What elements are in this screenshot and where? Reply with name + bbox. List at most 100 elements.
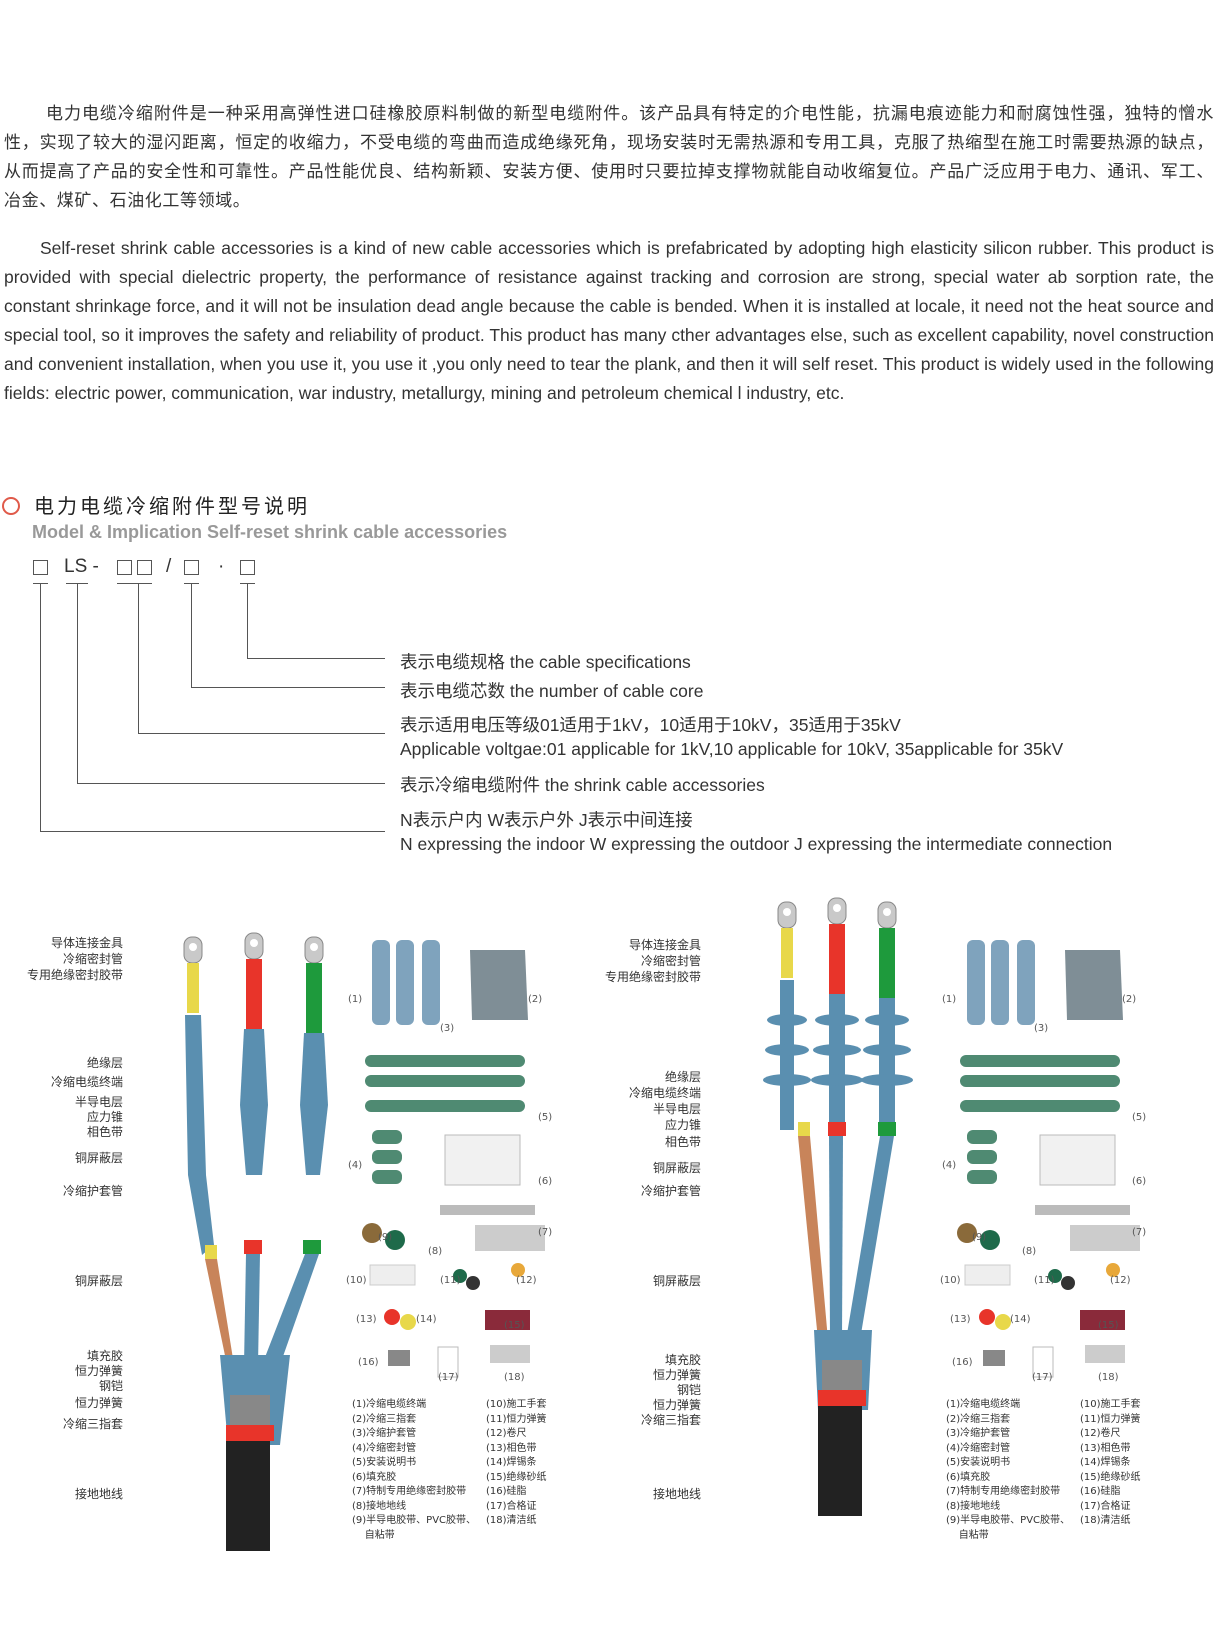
label-phase-band: 相色带 xyxy=(664,1135,701,1149)
label-conductor-lug: 导体连接金具 xyxy=(50,936,123,950)
label-semiconductor: 半导电层 xyxy=(74,1095,123,1109)
model-box-core xyxy=(184,560,199,575)
leader-line xyxy=(247,583,249,658)
label-insulation: 绝缘层 xyxy=(664,1070,701,1084)
part-number: (10) xyxy=(940,1275,961,1286)
label-termination: 冷缩电缆终端 xyxy=(50,1075,123,1089)
parts-list-col1: (1)冷缩电缆终端 (2)冷缩三指套 (3)冷缩护套管 (4)冷缩密封管 (5)… xyxy=(352,1399,477,1541)
label-sealing-tape: 专用绝缘密封胶带 xyxy=(604,970,701,984)
label-armor: 钢铠 xyxy=(98,1379,123,1393)
label-armor: 钢铠 xyxy=(676,1383,701,1397)
legend-spec: 表示电缆规格 the cable specifications xyxy=(400,652,691,672)
label-breakout: 冷缩三指套 xyxy=(640,1413,701,1427)
legend-type: N表示户内 W表示户外 J表示中间连接 xyxy=(400,810,693,830)
label-sealing-tape: 专用绝缘密封胶带 xyxy=(26,968,123,982)
part-number: (17) xyxy=(1032,1372,1053,1383)
label-termination: 冷缩电缆终端 xyxy=(628,1086,701,1100)
label-insulation: 绝缘层 xyxy=(86,1056,123,1070)
part-number: (6) xyxy=(538,1176,553,1187)
part-number: (11) xyxy=(440,1275,461,1286)
part-number: (16) xyxy=(358,1357,379,1368)
part-number: (5) xyxy=(1132,1112,1147,1123)
part-number: (9) xyxy=(972,1232,987,1243)
leader-line xyxy=(77,583,79,783)
label-spring-2: 恒力弹簧 xyxy=(74,1396,123,1410)
part-number: (10) xyxy=(346,1275,367,1286)
legend-type-en: N expressing the indoor W expressing the… xyxy=(400,834,1113,854)
part-number: (4) xyxy=(942,1160,957,1171)
label-seal-tube: 冷缩密封管 xyxy=(640,954,701,968)
part-number: (14) xyxy=(416,1314,437,1325)
model-slash: / xyxy=(166,556,172,577)
leader-line xyxy=(77,783,385,785)
part-number: (8) xyxy=(1022,1246,1037,1257)
part-number: (17) xyxy=(438,1372,459,1383)
label-jacket-tube: 冷缩护套管 xyxy=(640,1184,701,1198)
part-number: (11) xyxy=(1034,1275,1055,1286)
label-breakout: 冷缩三指套 xyxy=(62,1417,123,1431)
label-spring: 恒力弹簧 xyxy=(652,1368,701,1382)
label-phase-band: 相色带 xyxy=(86,1125,123,1139)
part-number: (3) xyxy=(440,1023,455,1034)
part-number: (5) xyxy=(538,1112,553,1123)
label-copper-shield: 铜屏蔽层 xyxy=(652,1161,701,1175)
intro-chinese: 电力电缆冷缩附件是一种采用高弹性进口硅橡胶原料制做的新型电缆附件。该产品具有特定… xyxy=(4,104,1214,211)
part-number: (18) xyxy=(1098,1372,1119,1383)
label-copper-shield: 铜屏蔽层 xyxy=(74,1151,123,1165)
part-number: (8) xyxy=(428,1246,443,1257)
circle-icon xyxy=(2,497,20,515)
label-spring-2: 恒力弹簧 xyxy=(652,1398,701,1412)
label-semiconductor: 半导电层 xyxy=(652,1102,701,1116)
leader-line xyxy=(191,687,385,689)
leader-line xyxy=(40,831,385,833)
indoor-termination-panel xyxy=(0,920,600,1620)
outdoor-parts-kit xyxy=(957,940,1140,1378)
part-number: (7) xyxy=(538,1227,553,1238)
label-copper-shield-2: 铜屏蔽层 xyxy=(652,1274,701,1288)
legend-voltage-en: Applicable voltgae:01 applicable for 1kV… xyxy=(400,739,1064,759)
model-box-voltage-1 xyxy=(117,560,132,575)
leader-line xyxy=(138,583,140,733)
part-number: (18) xyxy=(504,1372,525,1383)
part-number: (1) xyxy=(942,994,957,1005)
model-box-spec xyxy=(240,560,255,575)
model-ls: LS - xyxy=(64,556,99,577)
label-conductor-lug: 导体连接金具 xyxy=(628,938,701,952)
label-seal-tube: 冷缩密封管 xyxy=(62,952,123,966)
parts-list-col1: (1)冷缩电缆终端 (2)冷缩三指套 (3)冷缩护套管 (4)冷缩密封管 (5)… xyxy=(946,1399,1071,1541)
part-number: (3) xyxy=(1034,1023,1049,1034)
part-number: (6) xyxy=(1132,1176,1147,1187)
legend-accessory: 表示冷缩电缆附件 the shrink cable accessories xyxy=(400,775,765,795)
part-number: (16) xyxy=(952,1357,973,1368)
part-number: (7) xyxy=(1132,1227,1147,1238)
label-ground-wire: 接地地线 xyxy=(74,1487,123,1501)
section-title: 电力电缆冷缩附件型号说明 xyxy=(34,494,310,518)
label-spring: 恒力弹簧 xyxy=(74,1364,123,1378)
part-number: (15) xyxy=(504,1320,525,1331)
leader-line xyxy=(138,733,385,735)
underline xyxy=(117,583,152,585)
part-number: (12) xyxy=(1110,1275,1131,1286)
part-number: (15) xyxy=(1098,1320,1119,1331)
label-filler: 填充胶 xyxy=(86,1349,123,1363)
model-dot: · xyxy=(218,556,225,577)
label-stress-cone: 应力锥 xyxy=(664,1118,701,1132)
part-number: (1) xyxy=(348,994,363,1005)
part-number: (13) xyxy=(950,1314,971,1325)
label-copper-shield-2: 铜屏蔽层 xyxy=(74,1274,123,1288)
label-stress-cone: 应力锥 xyxy=(86,1110,123,1124)
parts-list-col2: (10)施工手套 (11)恒力弹簧 (12)卷尺 (13)相色带 (14)焊锡条… xyxy=(1080,1399,1141,1526)
indoor-parts-kit xyxy=(362,940,545,1378)
model-box-type xyxy=(33,560,48,575)
label-ground-wire: 接地地线 xyxy=(652,1487,701,1501)
label-filler: 填充胶 xyxy=(664,1353,701,1367)
leader-line xyxy=(191,583,193,687)
intro-english: Self-reset shrink cable accessories is a… xyxy=(4,238,1214,403)
indoor-cable-illustration xyxy=(183,932,328,1551)
part-number: (14) xyxy=(1010,1314,1031,1325)
part-number: (4) xyxy=(348,1160,363,1171)
model-box-voltage-2 xyxy=(137,560,152,575)
section-subtitle: Model & Implication Self-reset shrink ca… xyxy=(32,522,508,542)
part-number: (9) xyxy=(378,1232,393,1243)
label-jacket-tube: 冷缩护套管 xyxy=(62,1184,123,1198)
